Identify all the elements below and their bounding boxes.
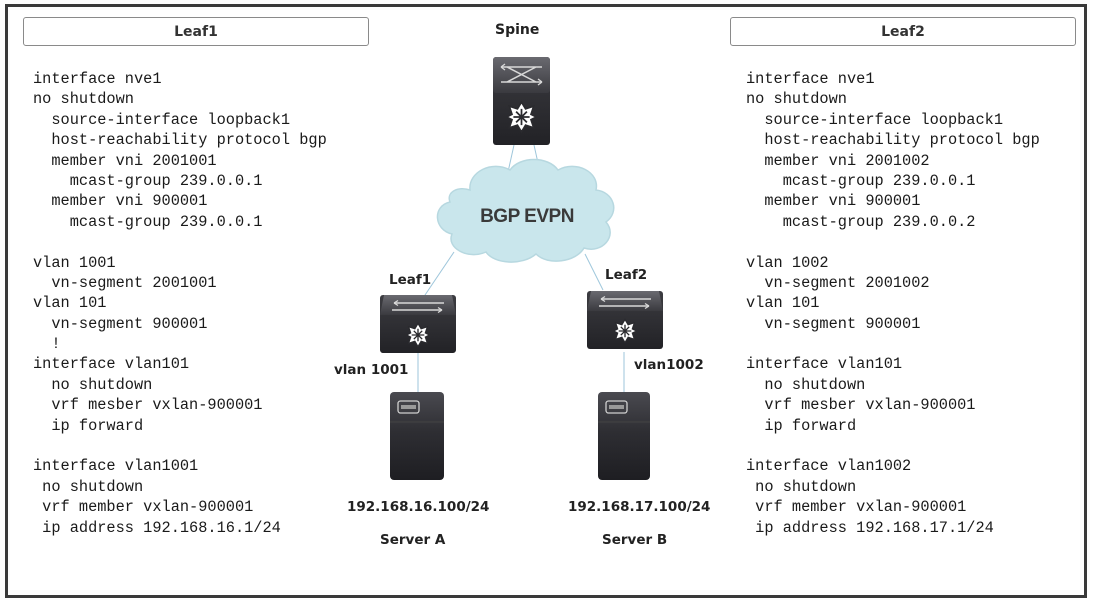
config-line: source-interface loopback1: [746, 110, 1004, 129]
leaf2-label: Leaf2: [605, 267, 648, 283]
config-line: no shutdown: [746, 375, 866, 394]
bgp-evpn-cloud-icon: [436, 158, 615, 263]
config-line: vrf member vxlan-900001: [746, 498, 967, 517]
config-line: no shutdown: [746, 90, 847, 109]
leaf2-vlan-label: vlan1002: [634, 357, 704, 373]
config-line: source-interface loopback1: [33, 110, 291, 129]
config-line: member vni 2001002: [746, 151, 930, 170]
config-line: ip forward: [33, 416, 144, 435]
config-line: ip address 192.168.17.1/24: [746, 518, 994, 537]
config-line: vn-segment 900001: [33, 314, 208, 333]
server-a-name: Server A: [380, 532, 446, 548]
config-line: no shutdown: [33, 477, 144, 496]
spine-switch-icon: [493, 57, 550, 145]
leaf2-switch-icon: [587, 291, 663, 349]
config-line: vrf member vxlan-900001: [33, 498, 254, 517]
config-line: vn-segment 900001: [746, 314, 921, 333]
cloud-label: BGP EVPN: [480, 206, 574, 227]
leaf1-label: Leaf1: [389, 272, 432, 288]
config-line: interface vlan101: [746, 355, 903, 374]
config-line: mcast-group 239.0.0.1: [746, 171, 976, 190]
config-line: interface nve1: [33, 70, 162, 88]
config-line: mcast-group 239.0.0.2: [746, 212, 976, 231]
config-line: no shutdown: [33, 375, 153, 394]
config-line: vlan 101: [33, 294, 107, 313]
leaf2-panel-title: Leaf2: [730, 17, 1076, 46]
config-line: host-reachability protocol bgp: [33, 131, 327, 150]
config-line: vlan 1001: [33, 253, 116, 272]
config-line: ip forward: [746, 416, 857, 435]
leaf1-config-block: interface nve1 no shutdown source-interfa…: [33, 69, 327, 538]
config-line: member vni 2001001: [33, 151, 217, 170]
config-line: mcast-group 239.0.0.1: [33, 212, 263, 231]
config-line: member vni 900001: [33, 192, 208, 211]
config-line: vrf mesber vxlan-900001: [33, 396, 263, 415]
link-spine-cloud-left: [507, 144, 515, 173]
leaf1-panel-title: Leaf1: [23, 17, 369, 46]
config-line: interface vlan1002: [746, 457, 912, 476]
config-line: vn-segment 2001002: [746, 273, 930, 292]
config-line: ip address 192.168.16.1/24: [33, 518, 281, 537]
server-a-icon: [390, 392, 444, 480]
leaf2-config-block: interface nve1 no shutdown source-interfa…: [746, 69, 1040, 538]
link-cloud-leaf1: [422, 251, 455, 299]
config-line: !: [33, 335, 61, 354]
server-b-name: Server B: [602, 532, 668, 548]
config-line: interface nve1: [746, 70, 875, 88]
links: [417, 144, 625, 392]
leaf1-switch-icon: [380, 295, 456, 353]
server-b-ip: 192.168.17.100/24: [568, 499, 711, 515]
config-line: mcast-group 239.0.0.1: [33, 171, 263, 190]
config-line: vrf mesber vxlan-900001: [746, 396, 976, 415]
config-line: no shutdown: [746, 477, 857, 496]
config-line: member vni 900001: [746, 192, 921, 211]
leaf1-vlan-label: vlan 1001: [334, 362, 409, 378]
config-line: no shutdown: [33, 90, 134, 109]
config-line: host-reachability protocol bgp: [746, 131, 1040, 150]
server-a-ip: 192.168.16.100/24: [347, 499, 490, 515]
config-line: vlan 101: [746, 294, 820, 313]
server-b-icon: [598, 392, 650, 480]
link-cloud-leaf2: [584, 253, 604, 291]
spine-label: Spine: [495, 22, 540, 38]
config-line: interface vlan1001: [33, 457, 199, 476]
config-line: vn-segment 2001001: [33, 273, 217, 292]
config-line: vlan 1002: [746, 253, 829, 272]
config-line: interface vlan101: [33, 355, 190, 374]
